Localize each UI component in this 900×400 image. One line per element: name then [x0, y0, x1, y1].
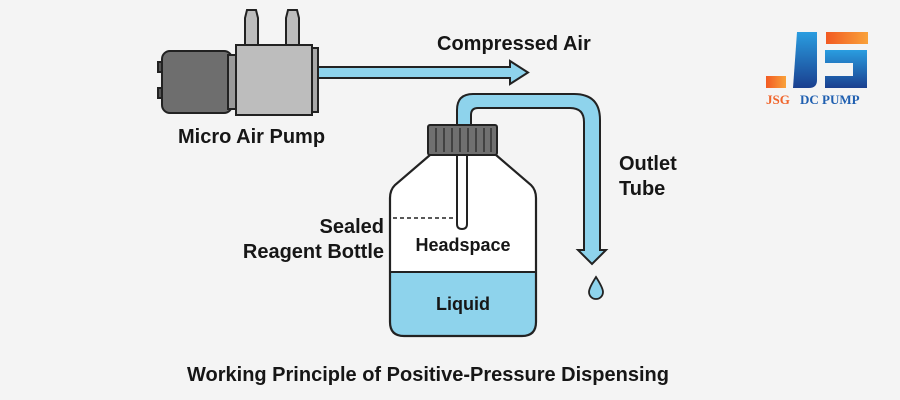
- caption: Working Principle of Positive-Pressure D…: [187, 364, 669, 386]
- liquid-fill: [390, 272, 536, 336]
- outlet-tube: [456, 93, 609, 266]
- reagent-bottle: [388, 154, 538, 338]
- headspace-label: Headspace: [415, 235, 510, 255]
- logo-brand-2: DC PUMP: [800, 92, 860, 107]
- bottle-label-1: Sealed: [320, 216, 384, 238]
- compressed-air-arrow: [317, 59, 530, 86]
- bottle-cap: [427, 124, 498, 156]
- outlet-label-1: Outlet: [619, 153, 677, 175]
- liquid-label: Liquid: [436, 294, 490, 314]
- bottle-label-2: Reagent Bottle: [243, 241, 384, 263]
- outlet-label-2: Tube: [619, 178, 665, 200]
- pump-label: Micro Air Pump: [178, 126, 325, 148]
- compressed-air-label: Compressed Air: [437, 33, 591, 55]
- micro-air-pump: [157, 9, 319, 116]
- logo-brand-1: JSG: [766, 92, 790, 107]
- jsg-logo: JSG DC PUMP: [766, 32, 868, 107]
- liquid-drop: [588, 275, 604, 300]
